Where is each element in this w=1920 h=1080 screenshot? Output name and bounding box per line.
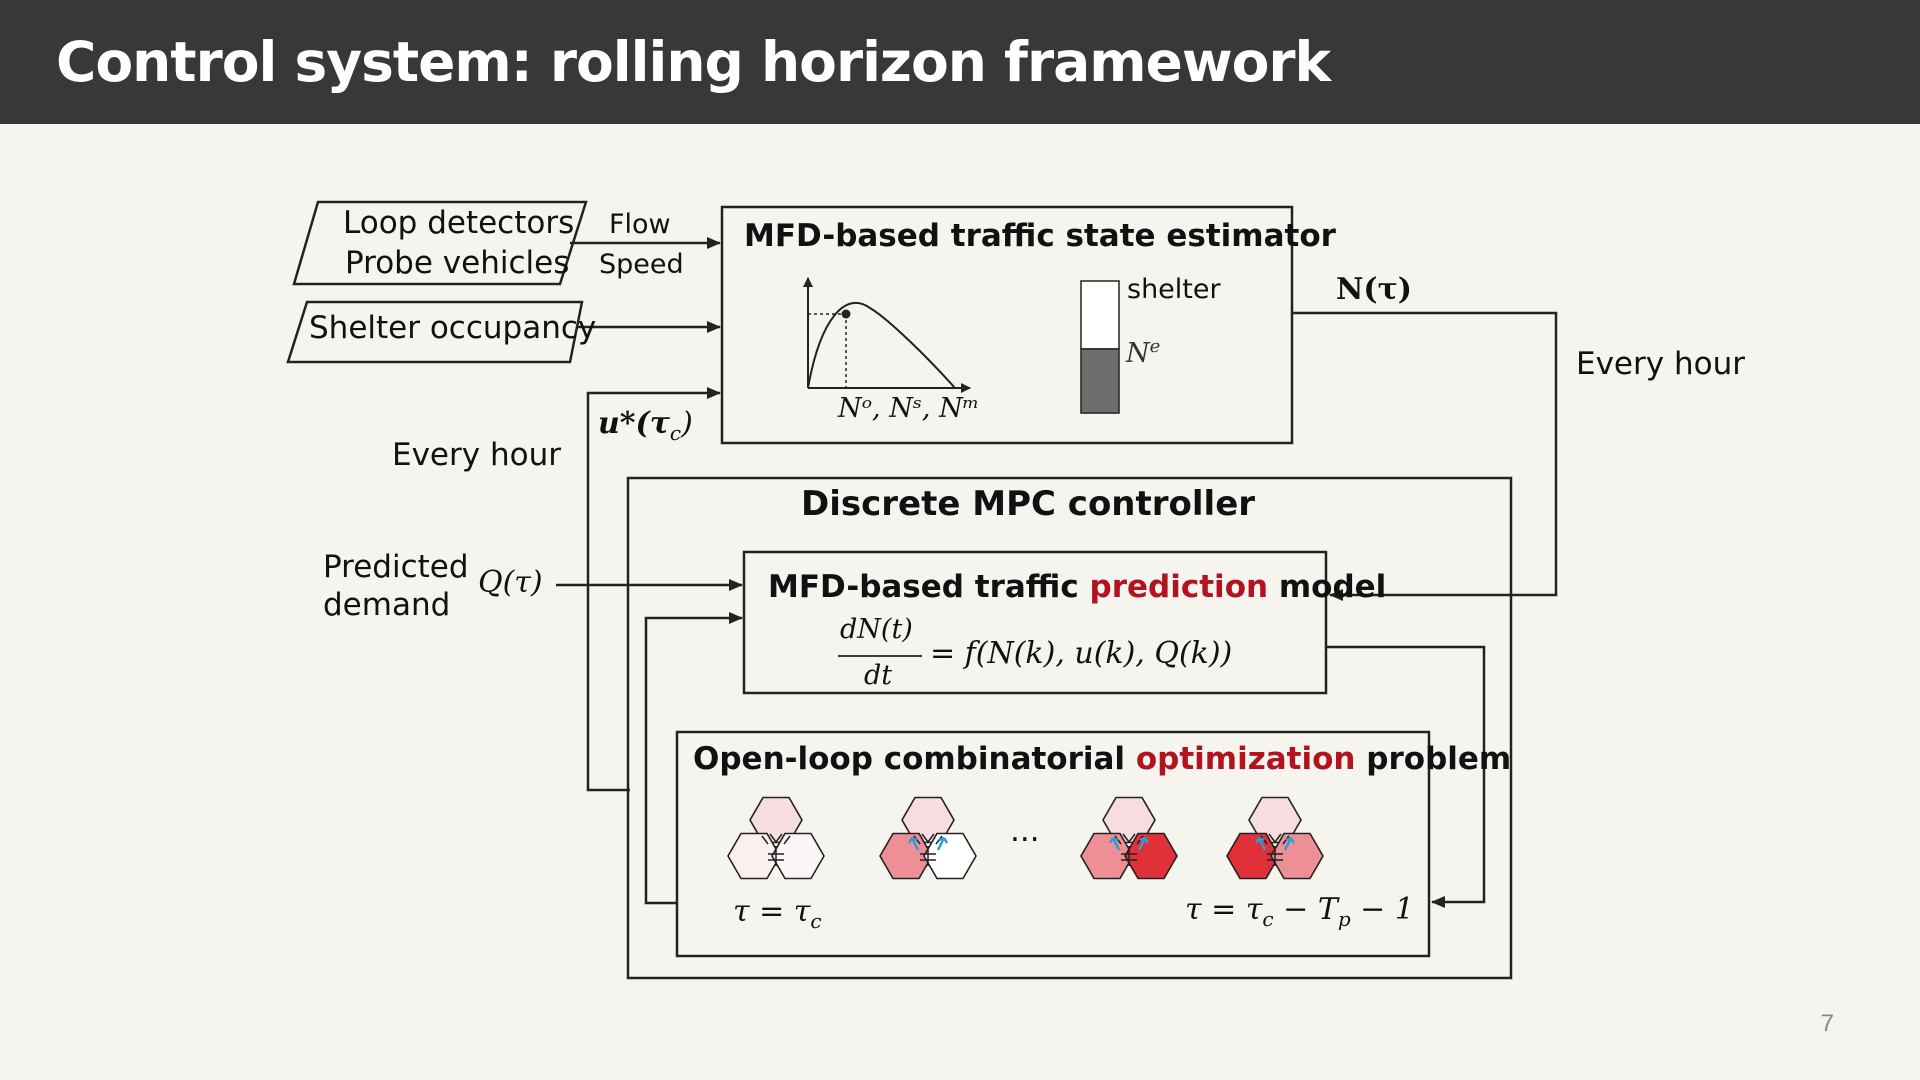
prediction-model-box xyxy=(742,550,1328,695)
shelter-occupancy-label: Shelter occupancy xyxy=(309,310,597,346)
hex-zone-left xyxy=(1226,832,1280,880)
shelter-input-shape xyxy=(286,300,584,364)
prediction-keyword: prediction xyxy=(1089,569,1269,605)
estimator-box xyxy=(720,205,1294,445)
mfd-state-point xyxy=(841,309,851,319)
mpc-controller-box xyxy=(626,476,1513,980)
control-feedback-line xyxy=(586,387,721,792)
title-bar: Control system: rolling horizon framewor… xyxy=(0,0,1920,124)
every-hour-right-label: Every hour xyxy=(1576,346,1745,382)
equation-numerator: dN(t) xyxy=(840,614,913,645)
prediction-title: MFD-based traffic prediction model xyxy=(768,569,1387,605)
shelter-bar-empty xyxy=(1080,280,1120,350)
flow-label: Flow xyxy=(609,209,671,240)
hexagon-clusters xyxy=(727,796,1324,880)
shelter-bar-filled xyxy=(1080,348,1120,414)
hex-zone-left xyxy=(879,832,933,880)
hex-zone-right xyxy=(1124,832,1178,880)
every-hour-left-label: Every hour xyxy=(392,437,561,473)
state-feedback-line xyxy=(1292,311,1558,601)
demand-label: demand xyxy=(323,587,451,623)
mpc-title: Discrete MPC controller xyxy=(801,484,1256,524)
ne-label: Ne xyxy=(1126,336,1161,369)
equation-denominator: dt xyxy=(864,660,893,691)
optimization-keyword: optimization xyxy=(1135,741,1356,777)
q-tau-label: Q(τ) xyxy=(478,565,543,600)
evacuation-arrow-icon xyxy=(1254,836,1296,851)
probe-vehicles-label: Probe vehicles xyxy=(345,245,570,281)
tau-end-label: τ = τc − Tp − 1 xyxy=(1185,892,1414,931)
ellipsis: ··· xyxy=(1010,822,1040,858)
hex-zone-right xyxy=(1270,832,1324,880)
equation-rhs: = f(N(k), u(k), Q(k)) xyxy=(930,636,1233,671)
evacuation-arrow-icon xyxy=(1108,836,1150,851)
mfd-curve xyxy=(807,301,956,389)
predicted-label: Predicted xyxy=(323,549,469,585)
page-number: 7 xyxy=(1820,1010,1834,1037)
hex-zone-left xyxy=(727,832,781,880)
evacuation-arrow-icon xyxy=(907,836,949,851)
n-tau-label: N(τ) xyxy=(1336,272,1412,307)
gate-marks-icon xyxy=(761,833,791,866)
hex-zone-right xyxy=(771,832,825,880)
shelter-label: shelter xyxy=(1127,274,1221,305)
prediction-to-opt-line xyxy=(1326,645,1486,908)
tau-start-label: τ = τc xyxy=(733,894,822,933)
hex-zone-left xyxy=(1080,832,1134,880)
optimization-title: Open-loop combinatorial optimization pro… xyxy=(693,741,1512,777)
hex-zone-right xyxy=(923,832,977,880)
opt-to-prediction-line xyxy=(644,612,743,905)
loop-detectors-label: Loop detectors xyxy=(343,205,575,241)
sensor-input-shape xyxy=(292,200,588,286)
u-star-label: u*(τc) xyxy=(598,406,693,445)
slide-title: Control system: rolling horizon framewor… xyxy=(56,30,1331,94)
mfd-axis-label: Nᵒ, Nˢ, Nᵐ xyxy=(838,393,980,424)
speed-label: Speed xyxy=(599,249,684,280)
estimator-title: MFD-based traffic state estimator xyxy=(744,218,1336,254)
